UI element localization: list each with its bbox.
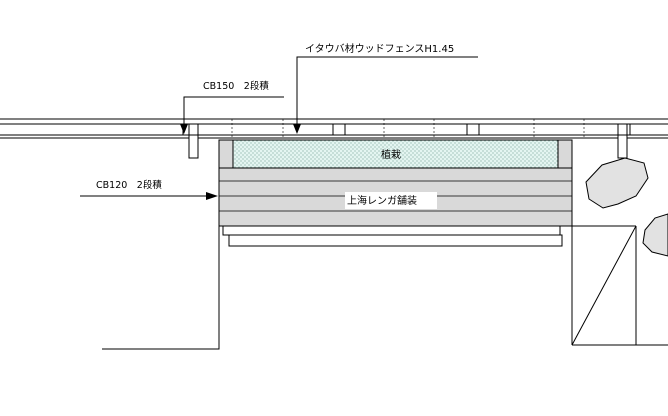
rock-lower [642,213,668,257]
fence-leader [296,56,478,125]
planting-label: 植栽 [381,148,401,161]
paving-label: 上海レンガ舗装 [347,194,417,207]
cb150-leader [183,96,284,125]
fence-posts [188,123,628,136]
fence-leader-arrow [293,124,301,134]
fence-label: イタウバ材ウッドフェンスH1.45 [305,42,454,55]
cb150-block [188,134,628,159]
rock-upper [585,157,649,209]
base-layers [222,225,563,247]
cb120-leader-arrow [206,192,218,200]
paving-label-bg [345,192,437,209]
planting-bed [232,139,559,169]
cb150-leader-arrow [180,124,188,134]
cb120-label: CB120 2段積 [96,179,162,191]
curb-left [218,139,234,169]
cb150-label: CB150 2段積 [203,80,269,92]
ground-line-left [102,226,220,350]
curb-right [557,139,573,169]
retaining-wall-right [571,225,668,346]
fence-joint-marks [231,119,585,138]
